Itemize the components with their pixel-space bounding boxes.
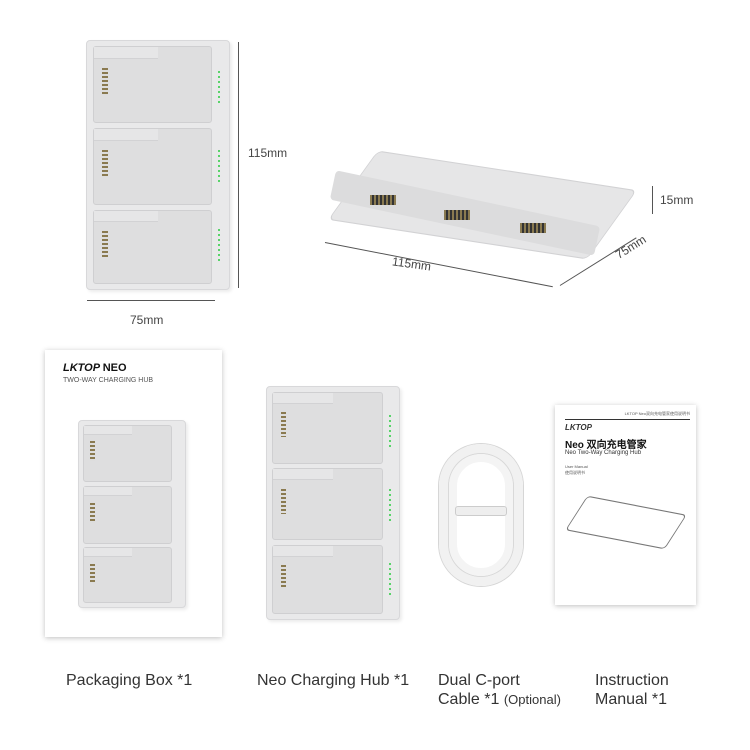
height-label: 115mm (248, 146, 288, 160)
led-indicator (218, 229, 221, 265)
caption-manual-line1: Instruction (595, 672, 669, 689)
width-dimension-line (87, 300, 215, 301)
box-model: NEO (102, 362, 127, 374)
manual-sub1: User Manual (565, 464, 588, 469)
charging-hub (266, 386, 400, 620)
connector-pins (101, 67, 108, 95)
caption-manual: Instruction Manual *1 (595, 671, 669, 709)
caption-cable: Dual C-port Cable *1 (Optional) (438, 671, 561, 709)
width-label: 75mm (130, 313, 164, 327)
caption-cable-optional: (Optional) (503, 692, 561, 707)
caption-cable-line1: Dual C-port (438, 672, 520, 689)
instruction-manual: LKTOP Neo双向充电管家使用说明书 LKTOP Neo 双向充电管家 Ne… (555, 405, 696, 605)
caption-packaging-box: Packaging Box *1 (66, 672, 193, 689)
caption-charging-hub: Neo Charging Hub *1 (257, 672, 410, 689)
manual-sub2: 使用说明书 (565, 470, 585, 475)
box-brand: LKTOP (63, 362, 100, 374)
height-dimension-line (238, 42, 239, 288)
manual-brand: LKTOP (565, 423, 592, 432)
connector-pins (444, 210, 470, 220)
manual-title-en: Neo Two-Way Charging Hub (565, 450, 642, 456)
packaging-box: LKTOP NEO TWO-WAY CHARGING HUB (45, 350, 222, 637)
hub-front-view (86, 40, 230, 290)
hub-angled-view (327, 140, 638, 270)
thickness-dimension-line (652, 186, 653, 214)
led-indicator (218, 150, 221, 185)
manual-hub-drawing (565, 495, 687, 550)
battery-slot (92, 209, 212, 285)
usb-c-cable (435, 440, 527, 590)
box-hub-image (78, 420, 186, 608)
box-subtitle: TWO-WAY CHARGING HUB (63, 377, 154, 384)
battery-slot (92, 45, 212, 123)
manual-header: LKTOP Neo双向充电管家使用说明书 (565, 411, 690, 420)
connector-pins (370, 195, 396, 205)
thickness-label: 15mm (660, 193, 694, 207)
caption-cable-line2: Cable *1 (438, 691, 500, 708)
battery-slot (92, 127, 212, 205)
caption-manual-line2: Manual *1 (595, 691, 668, 708)
led-indicator (218, 70, 221, 106)
connector-pins (101, 149, 108, 177)
connector-pins (520, 223, 546, 233)
connector-pins (101, 230, 108, 257)
manual-title-cn: Neo 双向充电管家 (565, 440, 647, 451)
